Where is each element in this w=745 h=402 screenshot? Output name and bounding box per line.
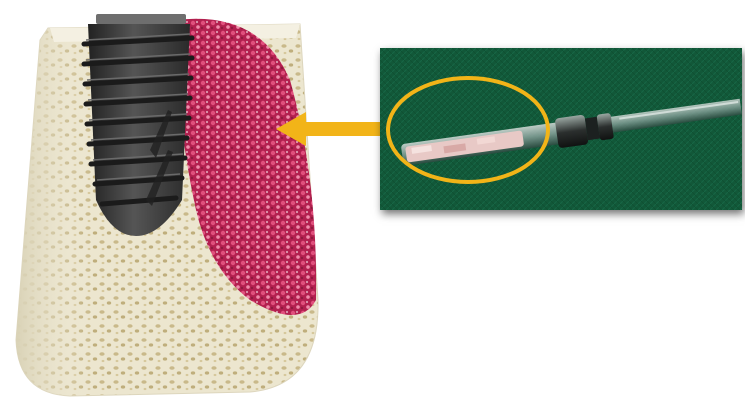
left-arrow-icon bbox=[272, 104, 392, 154]
dental-implant bbox=[84, 14, 192, 236]
implant-illustration-svg bbox=[0, 0, 340, 402]
syringe-photo bbox=[380, 48, 742, 210]
implant-illustration bbox=[0, 0, 340, 402]
syringe-photo-svg bbox=[380, 48, 742, 210]
